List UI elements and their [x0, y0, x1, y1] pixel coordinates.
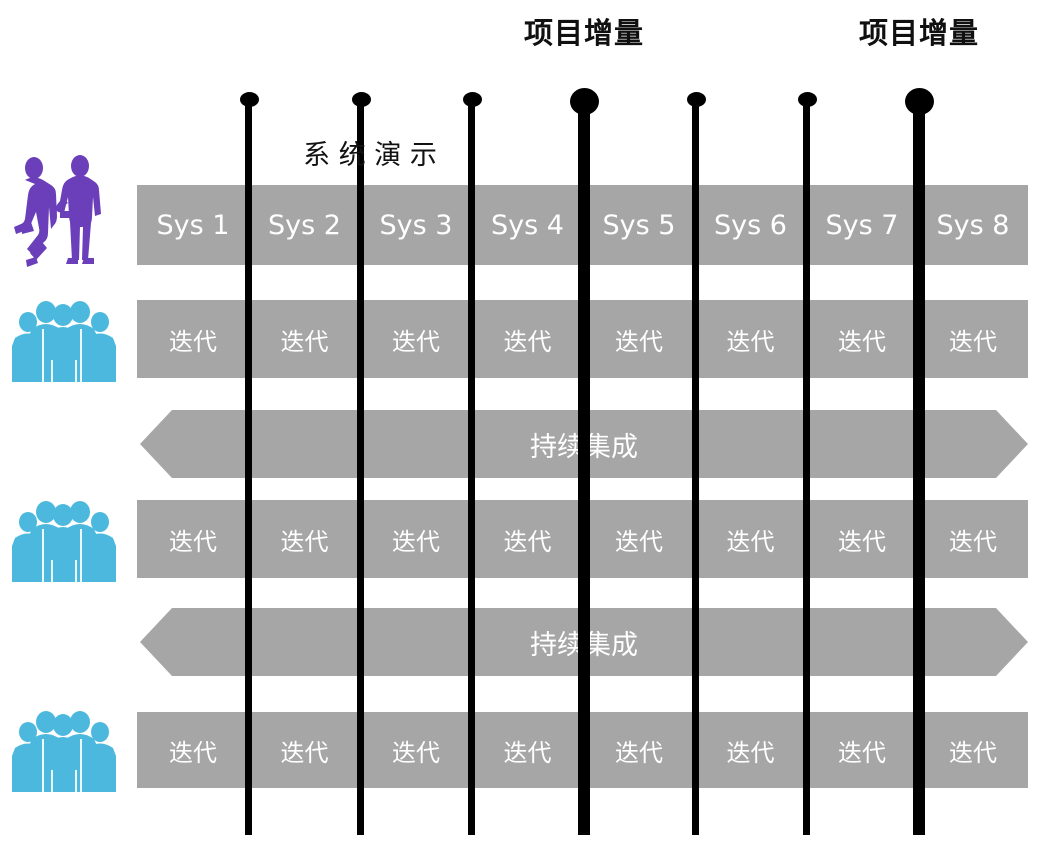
iteration-cell[interactable]: 迭代: [695, 712, 806, 788]
iteration-cell[interactable]: 迭代: [583, 300, 695, 378]
demo-pin-head-4[interactable]: [687, 92, 706, 107]
demo-pin-head-3[interactable]: [463, 92, 482, 107]
iteration-cell[interactable]: 迭代: [472, 712, 583, 788]
increment-label-2: 项目增量: [858, 16, 979, 50]
iteration-row-2: 迭代 迭代 迭代 迭代 迭代 迭代 迭代 迭代: [137, 500, 1028, 578]
iteration-cell[interactable]: 迭代: [918, 500, 1028, 578]
increment-pin-line-2: [913, 104, 925, 835]
system-cell[interactable]: Sys 3: [360, 185, 472, 265]
iteration-cell[interactable]: 迭代: [249, 300, 360, 378]
iteration-row-1: 迭代 迭代 迭代 迭代 迭代 迭代 迭代 迭代: [137, 300, 1028, 378]
actor-team-group-blue-1: [8, 296, 120, 382]
iteration-cell[interactable]: 迭代: [583, 500, 695, 578]
increment-label-1: 项目增量: [523, 16, 644, 50]
system-cell[interactable]: Sys 1: [137, 185, 249, 265]
iteration-cell[interactable]: 迭代: [472, 300, 583, 378]
system-cell[interactable]: Sys 4: [472, 185, 583, 265]
demo-pin-line-2: [357, 100, 364, 835]
iteration-cell[interactable]: 迭代: [472, 500, 583, 578]
iteration-cell[interactable]: 迭代: [918, 712, 1028, 788]
iteration-cell[interactable]: 迭代: [360, 712, 472, 788]
iteration-cell[interactable]: 迭代: [806, 500, 918, 578]
system-cell[interactable]: Sys 7: [806, 185, 918, 265]
iteration-cell[interactable]: 迭代: [695, 500, 806, 578]
actor-team-group-blue-3: [8, 706, 120, 792]
system-cell[interactable]: Sys 8: [918, 185, 1028, 265]
iteration-cell[interactable]: 迭代: [583, 712, 695, 788]
iteration-cell[interactable]: 迭代: [806, 712, 918, 788]
iteration-cell[interactable]: 迭代: [695, 300, 806, 378]
system-cell[interactable]: Sys 2: [249, 185, 360, 265]
iteration-cell[interactable]: 迭代: [360, 500, 472, 578]
demo-pin-head-1[interactable]: [240, 92, 259, 107]
iteration-cell[interactable]: 迭代: [249, 500, 360, 578]
demo-pin-line-4: [692, 100, 699, 835]
actor-business-people-purple: [8, 148, 118, 273]
actor-team-group-blue-2: [8, 496, 120, 582]
system-cell[interactable]: Sys 5: [583, 185, 695, 265]
iteration-cell[interactable]: 迭代: [918, 300, 1028, 378]
demo-pin-line-5: [803, 100, 810, 835]
iteration-cell[interactable]: 迭代: [249, 712, 360, 788]
system-row: Sys 1 Sys 2 Sys 3 Sys 4 Sys 5 Sys 6 Sys …: [137, 185, 1028, 265]
system-demo-label: 系 统 演 示: [303, 140, 437, 171]
system-cell[interactable]: Sys 6: [695, 185, 806, 265]
iteration-cell[interactable]: 迭代: [360, 300, 472, 378]
demo-pin-line-3: [468, 100, 475, 835]
increment-pin-line-1: [578, 104, 590, 835]
demo-pin-line-1: [245, 100, 252, 835]
demo-pin-head-5[interactable]: [798, 92, 817, 107]
iteration-cell[interactable]: 迭代: [137, 300, 249, 378]
iteration-cell[interactable]: 迭代: [137, 712, 249, 788]
iteration-cell[interactable]: 迭代: [137, 500, 249, 578]
iteration-cell[interactable]: 迭代: [806, 300, 918, 378]
iteration-row-3: 迭代 迭代 迭代 迭代 迭代 迭代 迭代 迭代: [137, 712, 1028, 788]
demo-pin-head-2[interactable]: [352, 92, 371, 107]
